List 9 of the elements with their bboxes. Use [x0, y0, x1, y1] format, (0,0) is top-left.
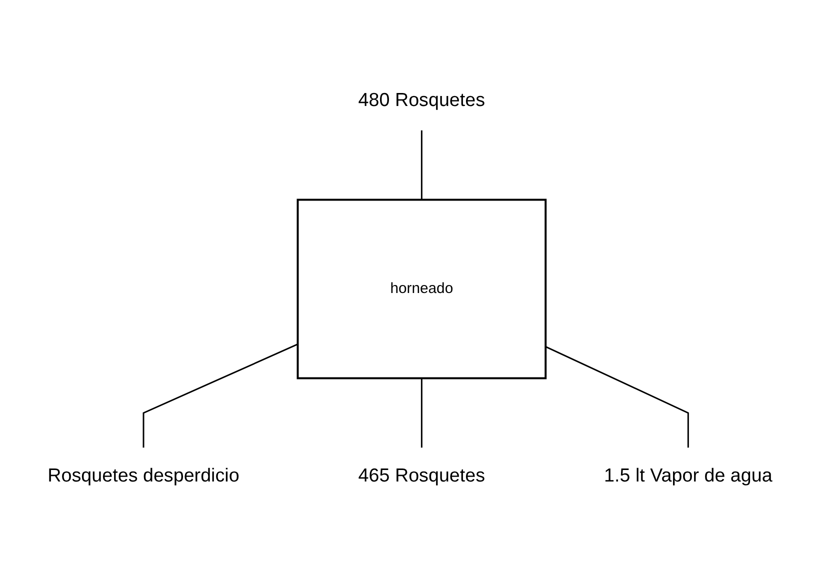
node-text: Rosquetes desperdicio	[48, 464, 240, 486]
node-text: 1.5 lt Vapor de agua	[604, 464, 772, 486]
connector	[545, 345, 689, 448]
node-text: 480 Rosquetes	[358, 90, 486, 111]
node-box: horneado	[296, 198, 547, 379]
connector	[142, 343, 298, 448]
connector	[420, 130, 422, 200]
node-text: 465 Rosquetes	[358, 464, 486, 486]
connector	[420, 378, 422, 448]
